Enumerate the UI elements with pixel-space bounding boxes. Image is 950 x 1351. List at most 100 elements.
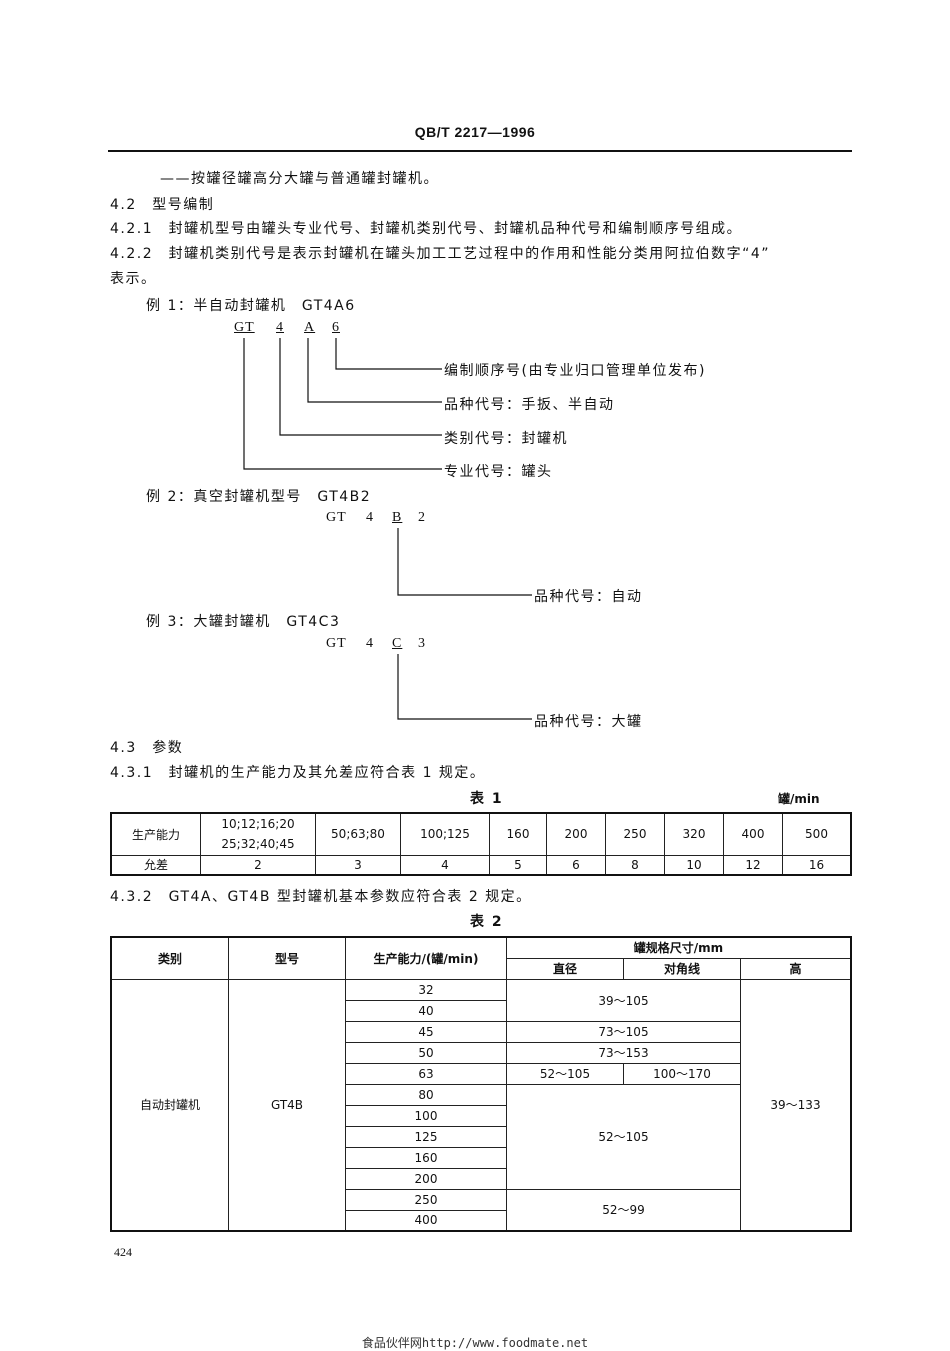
section-4-2-2-cont: 表示。 — [110, 271, 157, 287]
table-1-cell: 250 — [605, 812, 665, 856]
table-1-cell: 12 — [723, 854, 783, 876]
table-1-cell: 10;12;16;20 25;32;40;45 — [200, 812, 316, 856]
table-1: 生产能力 10;12;16;20 25;32;40;45 50;63;80 10… — [110, 812, 852, 876]
table-1-cell: 400 — [723, 812, 783, 856]
table-2-size-32-40: 39～105 — [506, 978, 741, 1022]
table-2-capacity: 100 — [345, 1104, 507, 1127]
footer-watermark: 食品伙伴网http://www.foodmate.net — [361, 1336, 589, 1350]
table-1-cell: 500 — [782, 812, 852, 856]
table-2-capacity: 45 — [345, 1020, 507, 1043]
table-1-cell-line: 25;32;40;45 — [221, 837, 295, 852]
table-2-row: 250 52～99 — [111, 1188, 851, 1232]
table-2-height: 39～133 — [740, 978, 852, 1232]
table-2-capacity: 250 — [345, 1188, 507, 1211]
table-2-capacity: 40 — [345, 999, 507, 1022]
ex1-label-specialty: 专业代号：罐头 — [444, 464, 553, 480]
table-2-capacity: 32 — [345, 978, 507, 1001]
ex3-code-4: 4 — [366, 636, 374, 651]
example-1-title: 例 1：半自动封罐机 GT4A6 — [146, 298, 356, 314]
table-1-cell: 4 — [400, 854, 490, 876]
table-2-head-capacity: 生产能力/(罐/min) — [345, 936, 507, 980]
document-header: QB/T 2217—1996 — [414, 124, 536, 140]
table-2-row: 200 — [111, 1167, 851, 1190]
ex1-label-variety: 品种代号：手扳、半自动 — [444, 397, 615, 413]
table-1-cell: 3 — [315, 854, 401, 876]
section-4-3-1: 4.3.1 封罐机的生产能力及其允差应符合表 1 规定。 — [110, 765, 486, 781]
ex1-code-4: 4 — [276, 320, 284, 335]
table-1-cell: 160 — [489, 812, 547, 856]
table-1-cell: 10 — [664, 854, 724, 876]
table-2-size-80-200: 52～105 — [506, 1083, 741, 1190]
table-1-cell: 50;63;80 — [315, 812, 401, 856]
table-1-head-tolerance: 允差 — [110, 854, 201, 876]
section-4-3-2: 4.3.2 GT4A、GT4B 型封罐机基本参数应符合表 2 规定。 — [110, 889, 532, 905]
table-2-head-size: 罐规格尺寸/mm — [506, 936, 852, 959]
ex1-label-category: 类别代号：封罐机 — [444, 431, 568, 447]
ex2-code-gt: GT — [326, 510, 347, 525]
ex1-connector-specialty — [243, 338, 442, 470]
table-2-capacity: 400 — [345, 1209, 507, 1232]
section-4-2: 4.2 型号编制 — [110, 197, 215, 213]
ex1-connector-sequence — [335, 338, 442, 370]
table-1-cell: 6 — [546, 854, 606, 876]
ex2-code-4: 4 — [366, 510, 374, 525]
table-1-cell: 2 — [200, 854, 316, 876]
table-2-size-250-400: 52～99 — [506, 1188, 741, 1232]
example-3-title: 例 3：大罐封罐机 GT4C3 — [146, 614, 341, 630]
ex2-connector-variety — [397, 528, 532, 596]
table-1-unit: 罐/min — [778, 792, 820, 806]
table-2-row: 63 52～105 100～170 — [111, 1062, 851, 1085]
ex2-code-b: B — [392, 510, 403, 525]
table-2-row: 50 73～153 — [111, 1041, 851, 1064]
ex2-code-2: 2 — [418, 510, 426, 525]
table-2-head-model: 型号 — [228, 936, 346, 980]
ex3-label-variety: 品种代号：大罐 — [534, 714, 643, 730]
ex3-code-gt: GT — [326, 636, 347, 651]
table-1-cell: 100;125 — [400, 812, 490, 856]
section-4-2-1: 4.2.1 封罐机型号由罐头专业代号、封罐机类别代号、封罐机品种代号和编制顺序号… — [110, 221, 743, 237]
table-2-size-50: 73～153 — [506, 1041, 741, 1064]
example-2-title: 例 2：真空封罐机型号 GT4B2 — [146, 489, 372, 505]
ex3-code-c: C — [392, 636, 403, 651]
ex1-code-6: 6 — [332, 320, 340, 335]
table-2-category: 自动封罐机 — [110, 978, 229, 1232]
header-rule — [108, 150, 852, 152]
table-2-head-diameter: 直径 — [506, 957, 624, 980]
table-2-capacity: 125 — [345, 1125, 507, 1148]
table-1-cell: 8 — [605, 854, 665, 876]
table-1-cell: 320 — [664, 812, 724, 856]
table-2-model: GT4B — [228, 978, 346, 1232]
section-4-3: 4.3 参数 — [110, 740, 184, 756]
table-2-capacity: 80 — [345, 1083, 507, 1106]
table-2-row: 400 — [111, 1209, 851, 1232]
table-1-row-tolerance: 允差 2 3 4 5 6 8 10 12 16 — [110, 854, 852, 876]
ex1-connector-variety — [307, 338, 442, 403]
table-2-row: 45 73～105 — [111, 1020, 851, 1043]
table-2-row: 80 52～105 — [111, 1083, 851, 1190]
table-2-header-row-1: 类别 型号 生产能力/(罐/min) 罐规格尺寸/mm — [110, 936, 852, 980]
ex1-connector-category — [279, 338, 442, 436]
table-2-row: 125 — [111, 1125, 851, 1148]
section-4-2-2: 4.2.2 封罐机类别代号是表示封罐机在罐头加工工艺过程中的作用和性能分类用阿拉… — [110, 246, 771, 262]
ex1-code-gt: GT — [234, 320, 255, 335]
table-1-cell: 200 — [546, 812, 606, 856]
table-1-head-capacity: 生产能力 — [110, 812, 201, 856]
table-2-size-63-diagonal: 100～170 — [623, 1062, 741, 1085]
table-1-row-capacity: 生产能力 10;12;16;20 25;32;40;45 50;63;80 10… — [110, 812, 852, 856]
table-1-cell-line: 10;12;16;20 — [221, 817, 295, 832]
table-2-row: 160 — [111, 1146, 851, 1169]
table-2-head-diagonal: 对角线 — [623, 957, 741, 980]
text-line-1: ——按罐径罐高分大罐与普通罐封罐机。 — [160, 171, 439, 187]
page-number: 424 — [114, 1245, 132, 1259]
ex1-label-sequence: 编制顺序号(由专业归口管理单位发布) — [444, 363, 706, 379]
table-2-head-category: 类别 — [110, 936, 229, 980]
table-2-size-63-diameter: 52～105 — [506, 1062, 624, 1085]
table-2-caption: 表 2 — [470, 914, 504, 930]
table-1-caption: 表 1 — [470, 791, 504, 807]
table-2-capacity: 63 — [345, 1062, 507, 1085]
table-2-capacity: 50 — [345, 1041, 507, 1064]
table-1-cell: 16 — [782, 854, 852, 876]
table-2-capacity: 160 — [345, 1146, 507, 1169]
table-2-size-45: 73～105 — [506, 1020, 741, 1043]
table-1-cell: 5 — [489, 854, 547, 876]
